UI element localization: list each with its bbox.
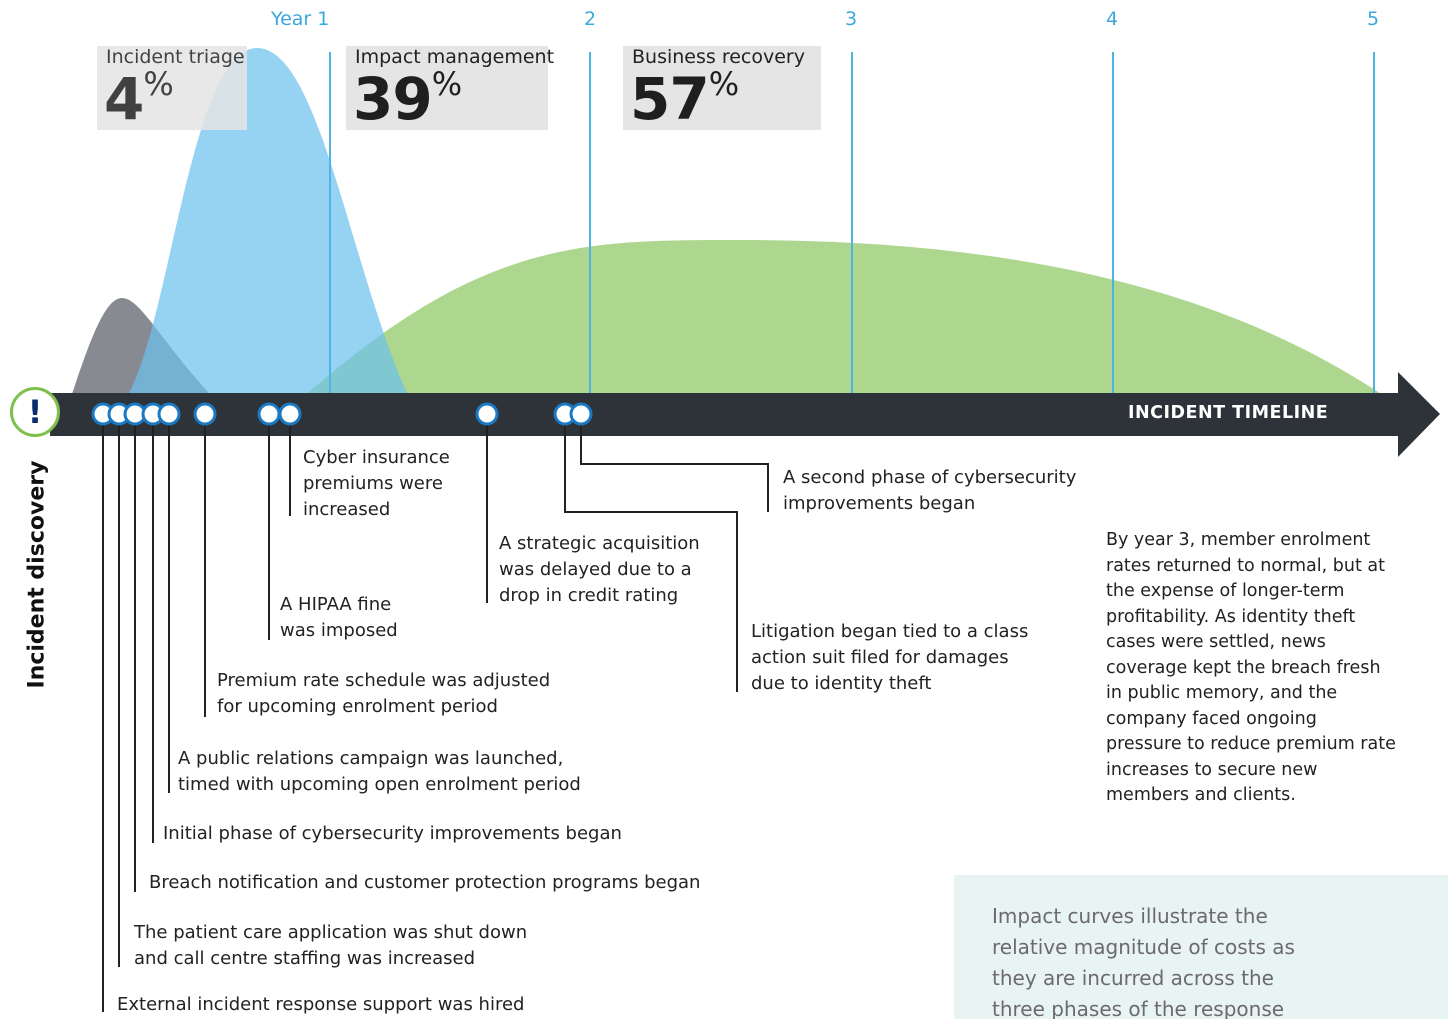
event-label: A public relations campaign was launched… bbox=[178, 748, 581, 795]
impact-curves-callout: Impact curves illustrate the relative ma… bbox=[954, 875, 1448, 1019]
event-marker bbox=[193, 402, 217, 426]
connector-line bbox=[580, 425, 769, 512]
timeline-arrow bbox=[50, 372, 1440, 457]
event-marker bbox=[157, 402, 181, 426]
year-1-label: Year 1 bbox=[271, 8, 330, 30]
incident-discovery-label: Incident discovery bbox=[24, 460, 50, 689]
phase-percent: 4% bbox=[104, 65, 174, 133]
event-marker bbox=[569, 402, 593, 426]
year-3-note: By year 3, member enrolment rates return… bbox=[1106, 530, 1396, 805]
phase-percent: 39% bbox=[353, 65, 463, 133]
event-marker bbox=[257, 402, 281, 426]
phase-name: Incident triage bbox=[106, 46, 245, 68]
phase-name: Impact management bbox=[355, 46, 555, 68]
event-label: External incident response support was h… bbox=[117, 994, 525, 1015]
phase-business-recovery: Business recovery 57% bbox=[623, 46, 821, 130]
year-4-label: 4 bbox=[1106, 8, 1119, 30]
event-label: Initial phase of cybersecurity improveme… bbox=[163, 823, 622, 844]
year-2-label: 2 bbox=[584, 8, 597, 30]
event-marker bbox=[475, 402, 499, 426]
year-3-label: 3 bbox=[845, 8, 858, 30]
connector-line bbox=[564, 425, 738, 692]
event-label: Breach notification and customer protect… bbox=[149, 872, 701, 893]
business-recovery-curve bbox=[300, 240, 1390, 400]
phase-percent: 57% bbox=[630, 65, 740, 133]
event-marker bbox=[278, 402, 302, 426]
phase-incident-triage: Incident triage 4% bbox=[97, 46, 247, 130]
alert-icon: ! bbox=[10, 387, 60, 437]
phase-impact-management: Impact management 39% bbox=[346, 46, 554, 133]
year-5-label: 5 bbox=[1367, 8, 1380, 30]
event-label: The patient care application was shut do… bbox=[134, 922, 528, 969]
phase-name: Business recovery bbox=[632, 46, 805, 68]
incident-timeline-label: INCIDENT TIMELINE bbox=[1128, 403, 1329, 423]
impact-management-curve bbox=[125, 48, 410, 400]
